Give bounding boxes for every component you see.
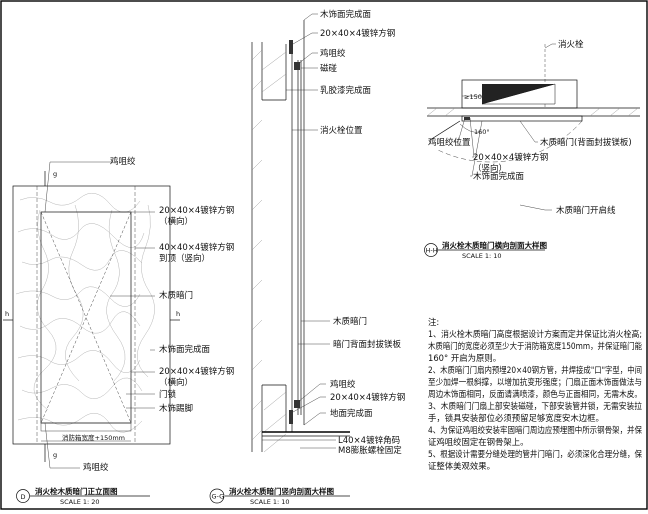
label-steel: 20×40×4镀锌方钢 bbox=[473, 152, 548, 163]
label-bolt: M8膨胀螺栓固定 bbox=[338, 445, 402, 456]
label-steel-vertical-sub: 到顶（竖向） bbox=[159, 253, 210, 264]
label-hinge-bottom: 鸡咀绞 bbox=[83, 462, 109, 473]
angle-160: 160° bbox=[474, 128, 490, 136]
note-line: 5、根据设计需要分缝处理的管井门暗门，必须深化合理分缝，保 bbox=[428, 449, 643, 459]
view-title-bubble bbox=[16, 489, 30, 503]
label-steel-horizontal-2: 20×40×4镀锌方钢 bbox=[159, 366, 234, 377]
view-title-name: 消火栓木质暗门正立面图 bbox=[35, 486, 118, 496]
notes-block: 注: 1、消火栓木质暗门高度根据设计方案而定并保证比消火栓高; 木质暗门的宽度必… bbox=[428, 317, 643, 471]
view-title-bubble bbox=[209, 488, 225, 504]
door-leaf-outline bbox=[40, 211, 132, 424]
note-line: 1、消火栓木质暗门高度根据设计方案而定并保证比消火栓高; bbox=[428, 329, 642, 339]
note-line: 3、木质暗门门扇上部安装磁碰，下部安装管并锁，无需安装拉 bbox=[428, 401, 643, 411]
label-steel-horizontal: 20×40×4镀锌方钢 bbox=[159, 205, 234, 216]
view-title-id: D bbox=[21, 493, 26, 501]
label-magnet: 磁碰 bbox=[320, 63, 338, 74]
label-wood-face: 木饰面完成面 bbox=[320, 9, 372, 20]
notes-heading: 注: bbox=[428, 317, 439, 327]
label-hydrant-position: 消火栓位置 bbox=[320, 125, 363, 136]
door-leaf-section bbox=[461, 115, 583, 122]
axis-g-bottom: g bbox=[53, 451, 57, 459]
label-angle-iron: L40×4镀锌角码 bbox=[338, 435, 400, 446]
axis-h-right: h bbox=[176, 310, 180, 318]
dim-150: ≥150 bbox=[464, 93, 482, 101]
label-door: 木质暗门 bbox=[159, 290, 193, 301]
view-title-scale: SCALE 1: 10 bbox=[462, 252, 502, 260]
note-line: 至少加焊一根斜撑，以增加抗变形强度；门扇正面木饰面做法与 bbox=[428, 377, 642, 387]
label-hinge-2: 鸡咀绞 bbox=[330, 379, 356, 390]
door-diagonal-brace bbox=[40, 211, 132, 424]
label-lock: 门锁 bbox=[159, 389, 177, 400]
skirting-board bbox=[40, 422, 132, 432]
label-steel-horizontal-sub: （横向） bbox=[159, 216, 193, 227]
note-line: 2、木质暗门门扇内预埋20×40钢方管，并焊接成"口"字型，中间 bbox=[428, 365, 642, 375]
axis-h-left: h bbox=[5, 310, 9, 318]
label-steel-vertical: 40×40×4镀锌方钢 bbox=[159, 242, 234, 253]
door-diagonal-brace bbox=[40, 211, 132, 424]
elevation-wall-outline bbox=[12, 185, 171, 445]
width-dimension-text: 消防箱宽度+150mm bbox=[62, 433, 125, 442]
label-steel-sub: （竖向） bbox=[473, 163, 507, 174]
label-steel: 20×40×4镀锌方钢 bbox=[320, 28, 395, 39]
note-line: 手，锁具安装部位必须预留足够宽度安木边框。 bbox=[428, 413, 604, 423]
hinge-block-bottom bbox=[294, 400, 300, 408]
view-title-bubble bbox=[424, 243, 438, 257]
note-line: 木质暗门的宽度必须至少大于消防箱宽度150mm，并保证暗门能 bbox=[428, 341, 643, 351]
view-title-id: H-H bbox=[426, 247, 438, 255]
note-line: 证整体美观效果。 bbox=[428, 461, 495, 471]
label-wood-face: 木饰面完成面 bbox=[159, 344, 211, 355]
door-elevation-view: g g h h 消防箱宽度+150mm 鸡咀绞 20×40×4镀锌方钢 （横向）… bbox=[3, 156, 234, 506]
view-title-name: 消火栓木质暗门横向剖面大样图 bbox=[442, 240, 547, 250]
label-door: 木质暗门 bbox=[333, 316, 367, 327]
view-title-scale: SCALE 1: 10 bbox=[250, 498, 290, 506]
note-line: 证鸡咀绞固定在钢骨架上。 bbox=[428, 437, 529, 447]
label-hinge-top: 鸡咀绞 bbox=[110, 156, 136, 167]
label-skirting: 木饰踢脚 bbox=[159, 403, 193, 414]
hydrant-box bbox=[461, 79, 578, 109]
label-fire-board: 暗门背面封拔镁板 bbox=[333, 339, 402, 350]
note-line: 4、为保证鸡咀绞安装牢固暗门周边应预埋图中所示钢骨架，并保 bbox=[428, 425, 643, 435]
door-swing-arc bbox=[437, 120, 583, 163]
label-hydrant: 消火栓 bbox=[558, 39, 584, 50]
note-line: 160° 开启为原则。 bbox=[428, 353, 501, 363]
label-wood-face: 木饰面完成面 bbox=[473, 171, 525, 182]
note-line: 周边木饰面相同，反面请满喷漆，颜色与正面相同，无需木皮。 bbox=[428, 389, 642, 399]
label-floor-face: 地面完成面 bbox=[330, 408, 373, 419]
steel-tube-top bbox=[289, 40, 293, 54]
label-hinge: 鸡咀绞 bbox=[320, 48, 346, 59]
label-swing-line: 木质暗门开启线 bbox=[556, 205, 616, 216]
label-hinge-position: 鸡咀绞位置 bbox=[428, 137, 471, 148]
door-open-position bbox=[429, 120, 461, 141]
label-steel-horizontal-2-sub: （横向） bbox=[159, 377, 193, 388]
view-title-scale: SCALE 1: 20 bbox=[60, 498, 100, 506]
steel-tube-bottom bbox=[289, 410, 293, 424]
hinge-block-top bbox=[294, 62, 300, 70]
view-title-name: 消火栓木质暗门竖向剖面大样图 bbox=[229, 486, 334, 496]
vertical-section-view: 木饰面完成面 20×40×4镀锌方钢 鸡咀绞 磁碰 乳胶漆完成面 消火栓位置 木… bbox=[209, 9, 405, 506]
wall-hatch bbox=[251, 42, 287, 453]
axis-g-top: g bbox=[53, 170, 57, 178]
label-paint-face: 乳胶漆完成面 bbox=[320, 85, 372, 96]
label-steel-2: 20×40×4镀锌方钢 bbox=[330, 392, 405, 403]
view-title-id: G-G bbox=[212, 493, 225, 501]
label-door-board: 木质暗门(背面封拔镁板) bbox=[540, 137, 632, 148]
horizontal-section-view: ≥150 160° 消火栓 鸡咀绞位置 20×40×4镀锌方钢 （竖向） 木饰面… bbox=[424, 39, 640, 260]
